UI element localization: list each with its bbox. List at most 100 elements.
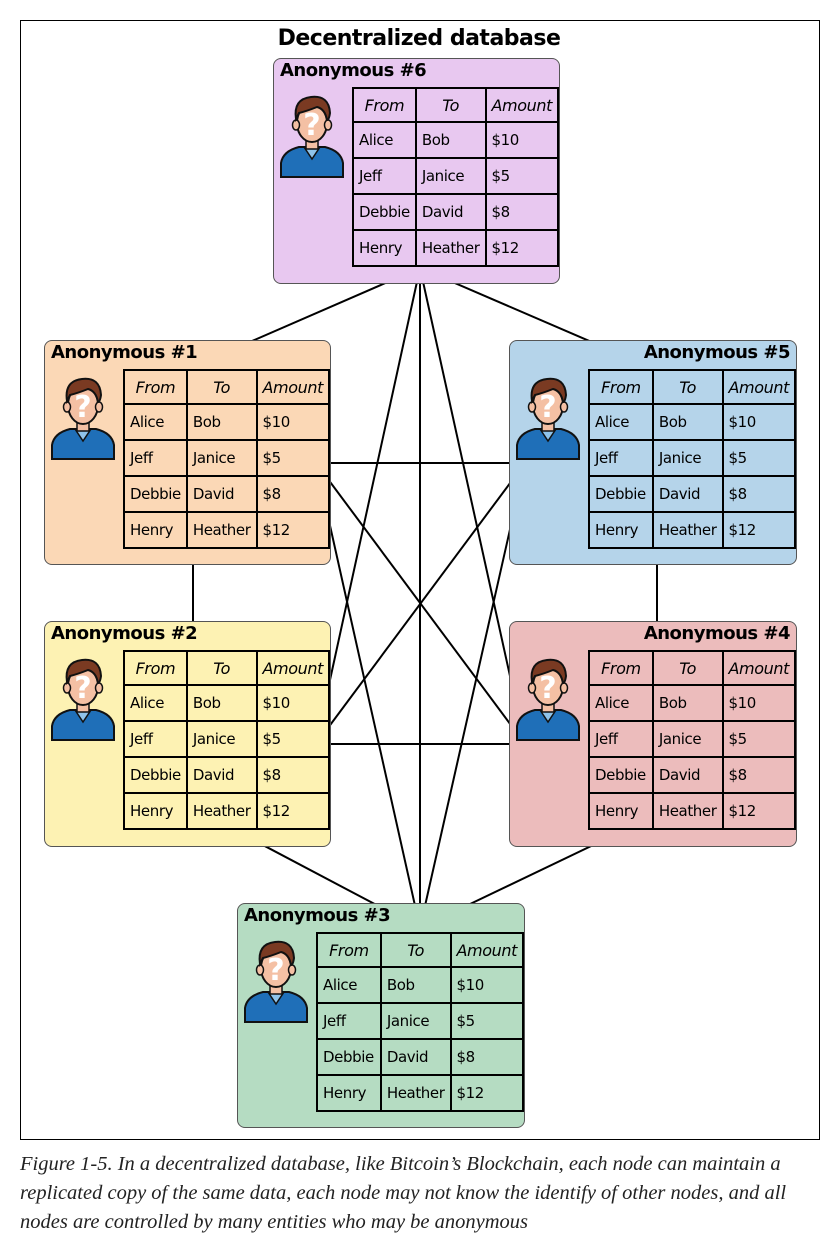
table-cell: $12	[721, 511, 797, 549]
table-cell: Heather	[651, 792, 724, 830]
anonymous-user-icon: ?	[277, 89, 347, 179]
table-cell: Jeff	[588, 720, 654, 758]
table-cell: Bob	[651, 684, 724, 722]
table-cell: $12	[721, 792, 797, 830]
table-cell: Debbie	[123, 756, 188, 794]
anonymous-user-icon: ?	[513, 652, 583, 742]
table-cell: Debbie	[588, 475, 654, 513]
table-cell: $10	[484, 121, 560, 159]
column-header: Amount	[449, 932, 525, 968]
table-cell: Heather	[185, 511, 258, 549]
table-cell: Debbie	[352, 193, 417, 231]
svg-text:?: ?	[74, 671, 91, 706]
column-header: From	[588, 650, 654, 686]
node-label: Anonymous #1	[51, 342, 198, 363]
column-header: To	[651, 650, 724, 686]
table-cell: Janice	[651, 439, 724, 477]
table-cell: Debbie	[316, 1038, 382, 1076]
table-cell: David	[185, 475, 258, 513]
link-6-2	[315, 267, 421, 745]
table-cell: Jeff	[352, 157, 417, 195]
table-cell: Alice	[123, 403, 188, 441]
table-cell: $8	[255, 475, 331, 513]
link-2-5	[315, 462, 526, 745]
table-cell: Jeff	[316, 1002, 382, 1040]
table-cell: $10	[255, 403, 331, 441]
link-6-4	[419, 267, 526, 745]
table-cell: Heather	[185, 792, 258, 830]
column-header: Amount	[255, 369, 331, 405]
table-cell: Bob	[185, 684, 258, 722]
figure-caption: Figure 1-5. In a decentralized database,…	[20, 1153, 787, 1233]
table-cell: Bob	[379, 966, 452, 1004]
table-cell: $8	[449, 1038, 525, 1076]
table-cell: $5	[484, 157, 560, 195]
svg-text:?: ?	[267, 953, 284, 988]
anonymous-user-icon: ?	[48, 371, 118, 461]
column-header: From	[316, 932, 382, 968]
link-3-5	[419, 462, 526, 929]
table-cell: Henry	[588, 511, 654, 549]
svg-text:?: ?	[539, 671, 556, 706]
table-cell: David	[185, 756, 258, 794]
table-cell: Alice	[588, 403, 654, 441]
table-cell: Henry	[316, 1074, 382, 1112]
table-cell: $5	[255, 439, 331, 477]
table-cell: $8	[721, 756, 797, 794]
table-cell: Henry	[123, 511, 188, 549]
table-cell: Janice	[185, 720, 258, 758]
column-header: From	[352, 87, 417, 123]
table-cell: $8	[721, 475, 797, 513]
table-cell: $12	[255, 511, 331, 549]
table-cell: Jeff	[123, 720, 188, 758]
table-cell: $8	[255, 756, 331, 794]
table-cell: David	[651, 756, 724, 794]
anonymous-user-icon: ?	[241, 934, 311, 1024]
diagram-title: Decentralized database	[277, 26, 561, 51]
table-cell: $5	[255, 720, 331, 758]
column-header: Amount	[721, 369, 797, 405]
table-cell: David	[651, 475, 724, 513]
link-3-1	[315, 462, 421, 929]
table-cell: Debbie	[588, 756, 654, 794]
column-header: To	[414, 87, 487, 123]
table-cell: Jeff	[123, 439, 188, 477]
table-cell: Alice	[123, 684, 188, 722]
table-cell: $5	[721, 720, 797, 758]
table-cell: Janice	[651, 720, 724, 758]
table-cell: $5	[721, 439, 797, 477]
table-cell: $8	[484, 193, 560, 231]
